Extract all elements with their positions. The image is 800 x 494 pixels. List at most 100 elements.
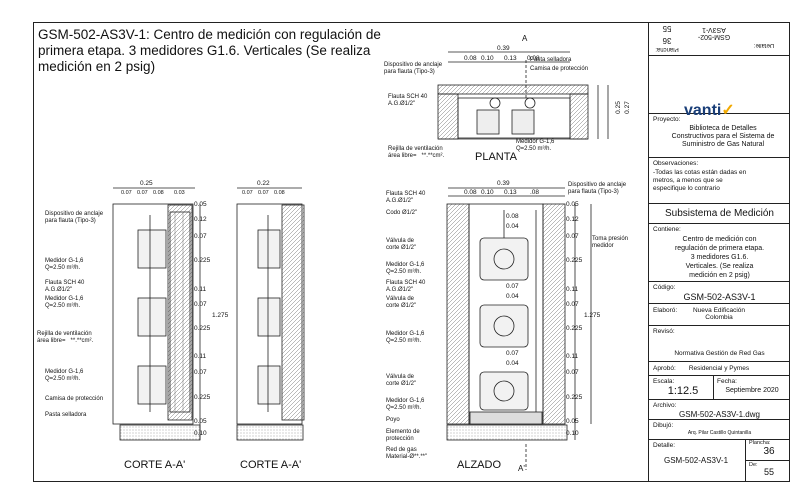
tb-codigo-label: Código:: [653, 284, 676, 291]
tb-reviso-value: Normativa Gestión de Red Gas: [674, 350, 765, 357]
tb-archivo: Archivo: GSM-502-AS3V-1.dwg: [649, 400, 790, 420]
dim-c1-v10: 0.225: [194, 394, 211, 401]
tb-reviso: Revisó: Normativa Gestión de Red Gas: [649, 326, 790, 362]
tb-dibujo: Dibujó: Arq. Pilar Castillo Quintanilla: [649, 420, 790, 440]
dim-top-part-4: 0.08: [527, 55, 540, 62]
dim-a-part-2: 0.10: [481, 189, 494, 196]
dim-c1-v12: 0.10: [194, 430, 207, 437]
note-pasta-selladora-top: Pasta selladora: [530, 57, 572, 63]
corte-1-view: [112, 187, 201, 441]
tb-elaboro: Elaboró: Nueva Edificación Colombia: [649, 304, 790, 326]
note-camisa-top: Camisa de protección: [530, 66, 589, 72]
view-label-corte-1: CORTE A-A': [124, 459, 186, 471]
dim-a-v3: 0.07: [566, 233, 579, 240]
tb-archivo-value: GSM-502-AS3V-1.dwg: [679, 410, 760, 419]
tb-subsistema: Subsistema de Medición: [649, 204, 790, 224]
dim-c1-v2: 0.12: [194, 216, 207, 223]
tb-aprobo-label: Aprobó:: [653, 365, 676, 372]
dim-a-v1: 0.05: [566, 201, 579, 208]
note-dispositivo-top: Dispositivo de anclaje para flauta (Tipo…: [384, 62, 443, 75]
tb-detalle: Detalle: GSM-502-AS3V-1 Plancha: 36 De: …: [649, 440, 790, 482]
dim-a-v2: 0.12: [566, 216, 579, 223]
note-rejilla-top: Rejilla de ventilación área libre= **.**…: [388, 146, 445, 159]
note-a-red-gas: Red de gas Material-Ø**.**": [386, 447, 428, 460]
tb-observ-value: -Todas las cotas están dadas en metros, …: [653, 169, 747, 192]
block-grid-corte-1: [174, 212, 184, 412]
dim-a-v6: 0.07: [566, 301, 579, 308]
view-label-alzado: ALZADO: [457, 459, 502, 471]
dim-a-inner-4: 0.04: [506, 293, 519, 300]
tb-observ-label: Observaciones:: [653, 160, 699, 167]
tb-dibujo-value: Arq. Pilar Castillo Quintanilla: [687, 430, 752, 436]
tb-de-label: De:: [749, 462, 758, 468]
planta-view: [437, 51, 609, 140]
tb-rot-plancha-val: 36: [662, 36, 672, 45]
tb-proyecto: Proyecto: Biblioteca de Detalles Constru…: [649, 114, 790, 158]
note-a-medidor-1: Medidor G-1,6 Q=2.50 m³/h.: [386, 262, 425, 275]
dim-top-part-1: 0.08: [464, 55, 477, 62]
note-c1-medidor-3: Medidor G-1,6 Q=2.50 m³/h.: [45, 369, 84, 382]
section-marker-a: A: [522, 34, 528, 43]
dim-a-inner-1: 0.08: [506, 213, 519, 220]
dim-a-v10: 0.225: [566, 394, 583, 401]
dim-a-v9: 0.07: [566, 369, 579, 376]
tb-codigo: Código: GSM-502-AS3V-1: [649, 282, 790, 304]
note-a-valvula-3: Válvula de corte Ø1/2": [386, 374, 417, 387]
dim-c2-part-2: 0.07: [258, 190, 269, 196]
dim-a-inner-2: 0.04: [506, 223, 519, 230]
dim-c1-v3: 0.07: [194, 233, 207, 240]
vanti-logo-text: vanti: [684, 102, 722, 119]
dim-top-right-027: 0.27: [623, 101, 631, 114]
note-a-medidor-2: Medidor G-1,6 Q=2.50 m³/h.: [386, 331, 425, 344]
note-flauta-top: Flauta SCH 40 A.G.Ø1/2": [388, 94, 428, 107]
dim-a-v12: 0.10: [566, 430, 579, 437]
tb-dibujo-label: Dibujó:: [653, 422, 674, 429]
tb-rot-sheet: GSM-502-AS3V-1: [697, 26, 731, 40]
dim-a-part-1: 0.08: [464, 189, 477, 196]
dim-c1-part-2: 0.07: [137, 190, 148, 196]
section-marker-a-prime: A': [518, 464, 525, 473]
tb-detalle-value: GSM-502-AS3V-1: [663, 456, 729, 465]
vanti-logo: vanti✓: [684, 100, 735, 120]
dim-c1-width: 0.25: [140, 180, 153, 187]
note-a-medidor-3: Medidor G-1,6 Q=2.50 m³/h.: [386, 398, 425, 411]
dim-a-v8: 0.11: [566, 353, 579, 360]
tb-rot-plancha: Plancha:: [655, 46, 679, 52]
tb-contiene-value: Centro de medición con regulación de pri…: [674, 236, 765, 279]
tb-reviso-label: Revisó:: [653, 328, 675, 335]
tb-header-rotated: 55 GSM-502-AS3V-1 36 Plancha: Detalle:: [649, 22, 790, 56]
tb-elaboro-value: Nueva Edificación Colombia: [692, 307, 746, 321]
tb-escala-label: Escala:: [653, 378, 675, 385]
dim-c1-v4: 0.225: [194, 257, 211, 264]
note-a-flauta-2: Flauta SCH 40 A.G.Ø1/2": [386, 280, 426, 293]
note-a-toma-presion: Toma presión medidor: [592, 236, 629, 249]
tb-plancha-label: Plancha:: [749, 440, 771, 446]
note-c1-flauta: Flauta SCH 40 A.G.Ø1/2": [45, 280, 85, 293]
corte-2-view: [236, 187, 305, 441]
view-label-planta: PLANTA: [475, 151, 517, 163]
tb-escala-fecha: Escala: 1:12.5 Fecha: Septiembre 2020: [649, 376, 790, 400]
note-a-codo: Codo Ø1/2": [386, 210, 418, 216]
tb-escala-value: 1:12.5: [667, 385, 699, 397]
tb-observaciones: Observaciones: -Todas las cotas están da…: [649, 158, 790, 204]
dim-top-039: 0.39: [497, 45, 510, 52]
alzado-view: [446, 187, 592, 470]
note-c1-medidor-2: Medidor G-1,6 Q=2.50 m³/h.: [45, 296, 84, 309]
note-medidor-top: Medidor G-1,6 Q=2.50 m³/h.: [516, 139, 555, 152]
dim-c1-v11: 0.05: [194, 418, 207, 425]
dim-a-part-3: 0.13: [504, 189, 517, 196]
tb-fecha-value: Septiembre 2020: [725, 387, 779, 394]
dim-c1-v8: 0.11: [194, 353, 207, 360]
dim-top-right-025: 0.25: [614, 101, 622, 114]
dim-c1-part-3: 0.08: [153, 190, 164, 196]
corte-1-grid: [169, 211, 191, 413]
dim-top-part-2: 0.10: [481, 55, 494, 62]
tb-escala-divider: [713, 376, 714, 400]
tb-logo-cell: vanti✓: [649, 56, 790, 119]
tb-detalle-label: Detalle:: [653, 442, 676, 449]
title-line-2: primera etapa. 3 medidores G1.6. Vertica…: [38, 43, 371, 58]
dim-a-inner-6: 0.04: [506, 360, 519, 367]
tb-codigo-value: GSM-502-AS3V-1: [683, 292, 756, 302]
check-mark-icon: ✓: [721, 102, 735, 119]
tb-subsistema-value: Subsistema de Medición: [665, 208, 774, 219]
